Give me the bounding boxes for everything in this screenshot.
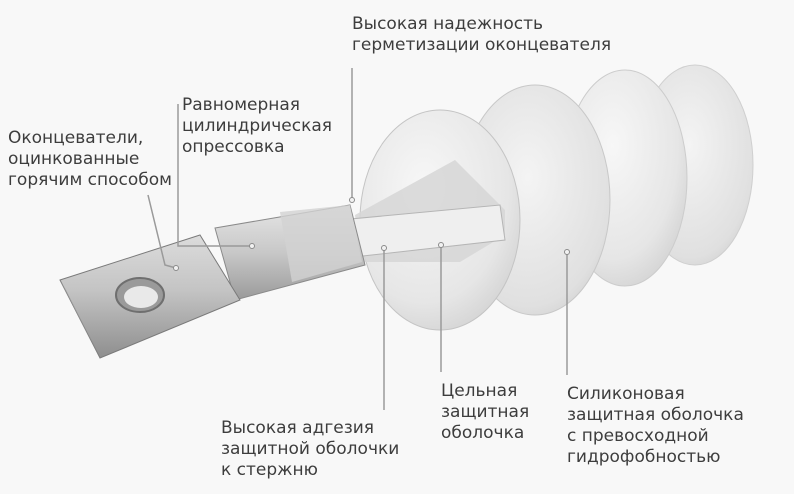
tongue-eye-hole-inner (124, 286, 158, 308)
leader-dots (173, 197, 570, 271)
label-line: Высокая адгезия (221, 418, 375, 438)
label-line: гидрофобностью (567, 447, 721, 467)
leader-end-fittings (147, 194, 177, 269)
label-line: горячим способом (8, 170, 172, 190)
end-fitting (59, 204, 366, 366)
label-line: защитная оболочка (567, 405, 744, 425)
label-end-fittings: Оконцеватели, оцинкованные горячим спосо… (8, 128, 172, 191)
label-crimping: Равномерная цилиндрическая опрессовка (182, 95, 332, 158)
leader-dot-silicone (564, 249, 570, 255)
label-line: герметизации оконцевателя (352, 35, 612, 55)
crimp-zone (280, 205, 362, 282)
leader-dot-crimping (249, 243, 255, 249)
leader-crimping (177, 104, 252, 247)
label-one-piece: Цельная защитная оболочка (441, 381, 529, 444)
label-line: Оконцеватели, (8, 128, 144, 148)
label-line: Высокая надежность (352, 14, 543, 34)
label-line: оболочка (441, 423, 525, 443)
leader-dot-end-fittings (173, 265, 179, 271)
label-line: с превосходной (567, 426, 709, 446)
label-line: Цельная (441, 381, 518, 401)
leader-lines (147, 68, 568, 410)
label-adhesion: Высокая адгезия защитной оболочки к стер… (221, 418, 399, 481)
leader-dot-one-piece (438, 242, 444, 248)
label-line: защитной оболочки (221, 439, 400, 459)
label-line: опрессовка (182, 137, 285, 157)
leader-dot-sealing (349, 197, 355, 203)
label-silicone: Силиконовая защитная оболочка с превосхо… (567, 384, 744, 468)
label-line: к стержню (221, 460, 318, 480)
label-sealing: Высокая надежность герметизации оконцева… (352, 14, 611, 56)
label-line: Силиконовая (567, 384, 685, 404)
label-line: цилиндрическая (182, 116, 333, 136)
label-line: защитная (441, 402, 530, 422)
label-line: Равномерная (182, 95, 301, 115)
label-line: оцинкованные (8, 149, 140, 169)
leader-dot-adhesion (381, 245, 387, 251)
